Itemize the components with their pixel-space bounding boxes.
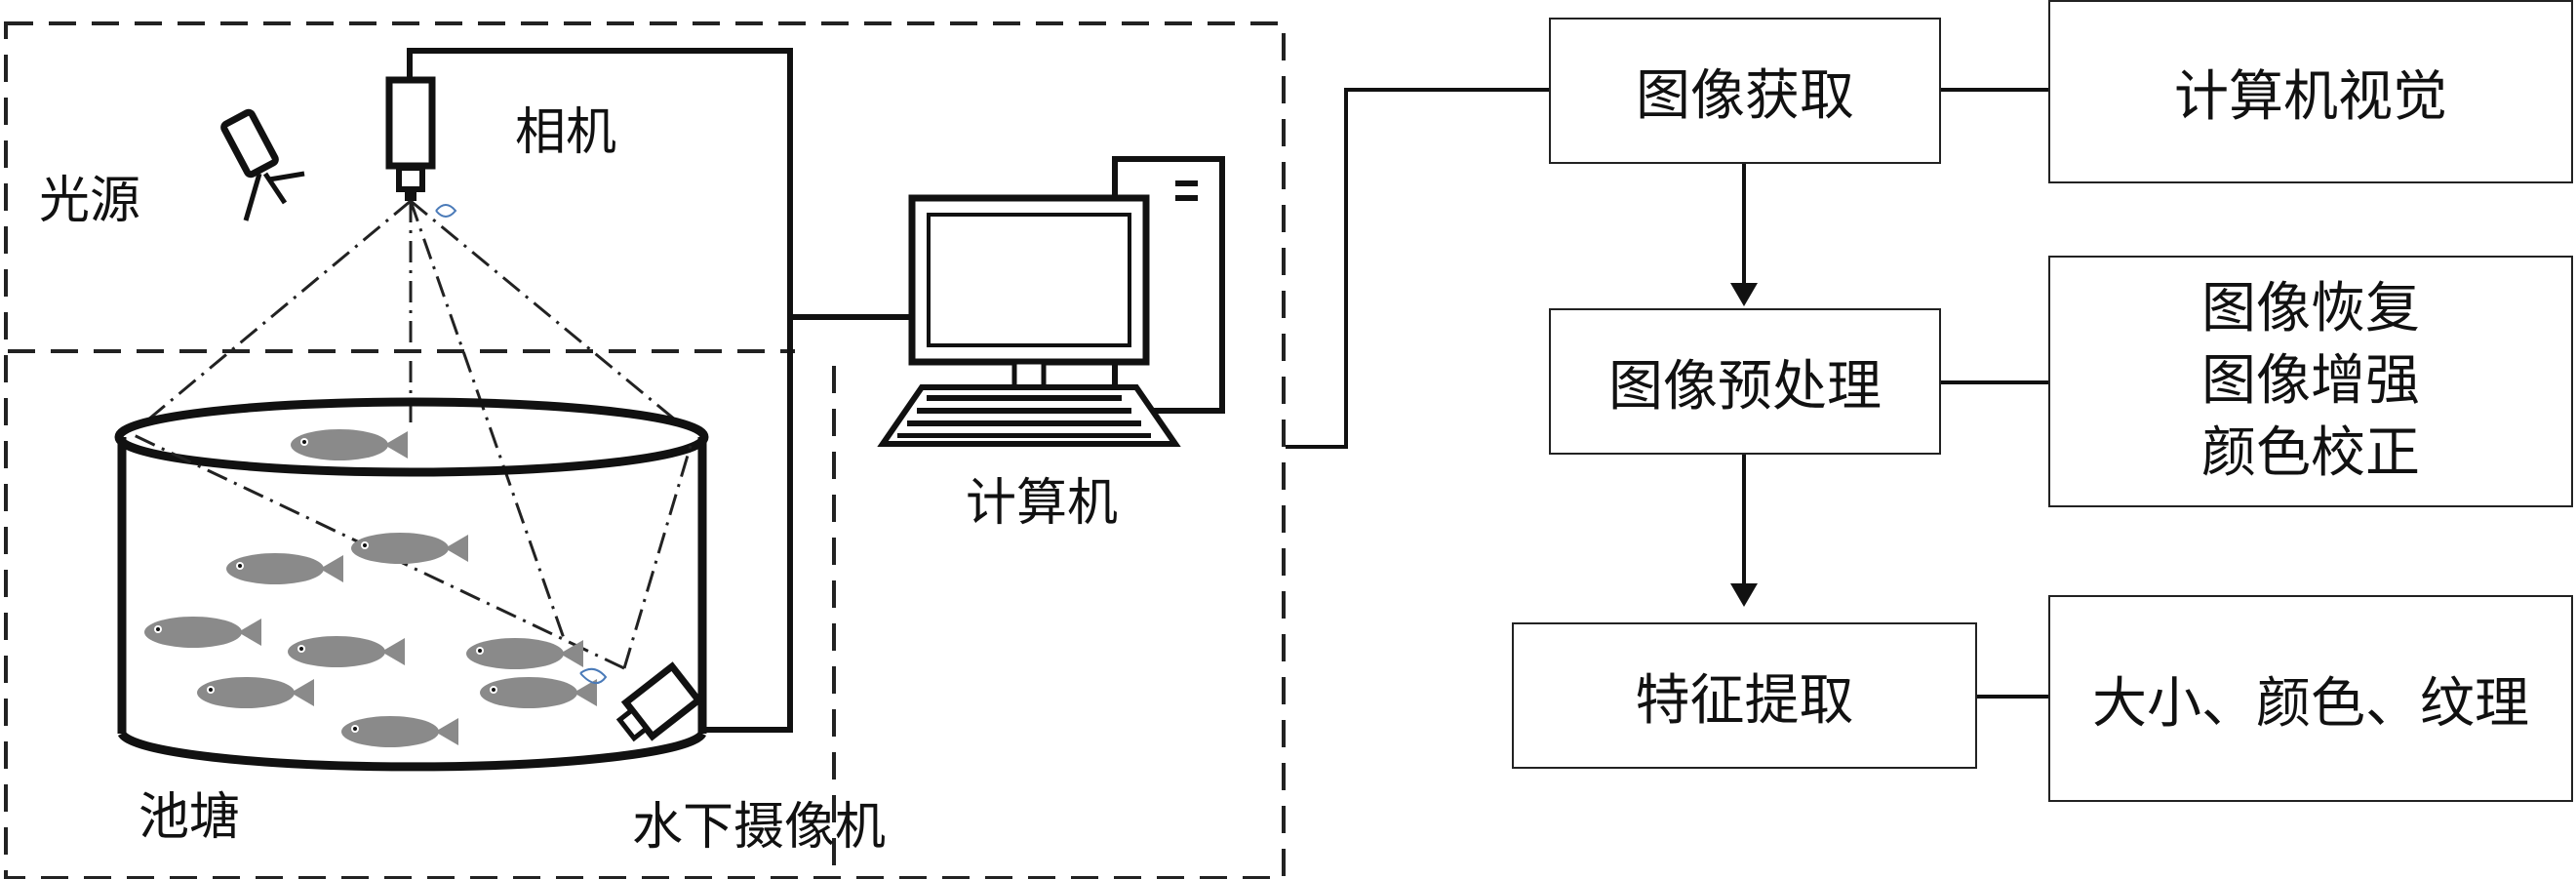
pond-icon: [114, 397, 709, 772]
color-correction-label: 颜色校正: [2201, 421, 2420, 485]
fish-icon: [291, 429, 408, 460]
light-source-icon: [220, 108, 305, 221]
features-box: 大小、颜色、纹理: [2048, 595, 2573, 802]
feature-extraction-box: 特征提取: [1512, 622, 1977, 769]
computer-icon: [877, 156, 1225, 447]
computer-label: 计算机: [966, 474, 1119, 533]
underwater-lens-glare: [579, 667, 608, 684]
camera-cable: [407, 48, 912, 320]
camera-icon: [385, 76, 457, 218]
image-acquisition-box: 图像获取: [1549, 18, 1941, 164]
flow-arrows: [1730, 164, 1758, 607]
fish-icon: [226, 553, 343, 584]
fish-icon: [351, 533, 468, 564]
camera-view-lines: [136, 199, 688, 645]
fish-icon: [144, 617, 261, 648]
underwater-camera-label: 水下摄像机: [632, 798, 887, 857]
fish-group: [144, 429, 597, 747]
system-boundary: [4, 21, 1286, 879]
computer-vision-label: 计算机视觉: [2174, 64, 2447, 129]
image-preprocessing-box: 图像预处理: [1549, 308, 1941, 455]
underwater-view-lines: [131, 432, 694, 670]
pond-label: 池塘: [139, 788, 241, 847]
image-enhancement-label: 图像增强: [2201, 349, 2420, 413]
computer-to-flow-connector: [1286, 88, 1549, 449]
note-connectors: [1941, 88, 2048, 699]
preprocessing-methods-box: 图像恢复 图像增强 颜色校正: [2048, 256, 2573, 507]
underwater-camera-icon: [615, 661, 704, 742]
computer-vision-box: 计算机视觉: [2048, 0, 2573, 183]
image-preprocessing-label: 图像预处理: [1608, 354, 1882, 419]
fish-icon: [341, 716, 458, 747]
image-restoration-label: 图像恢复: [2201, 277, 2420, 340]
underwater-camera-cable: [702, 317, 793, 733]
fish-icon: [466, 638, 583, 669]
image-acquisition-label: 图像获取: [1636, 63, 1854, 128]
feature-extraction-label: 特征提取: [1635, 668, 1854, 733]
features-label: 大小、颜色、纹理: [2092, 671, 2529, 736]
fish-icon: [197, 677, 314, 708]
camera-label: 相机: [515, 103, 617, 162]
fish-icon: [480, 677, 597, 708]
light-source-label: 光源: [39, 172, 141, 230]
fish-icon: [288, 636, 405, 667]
